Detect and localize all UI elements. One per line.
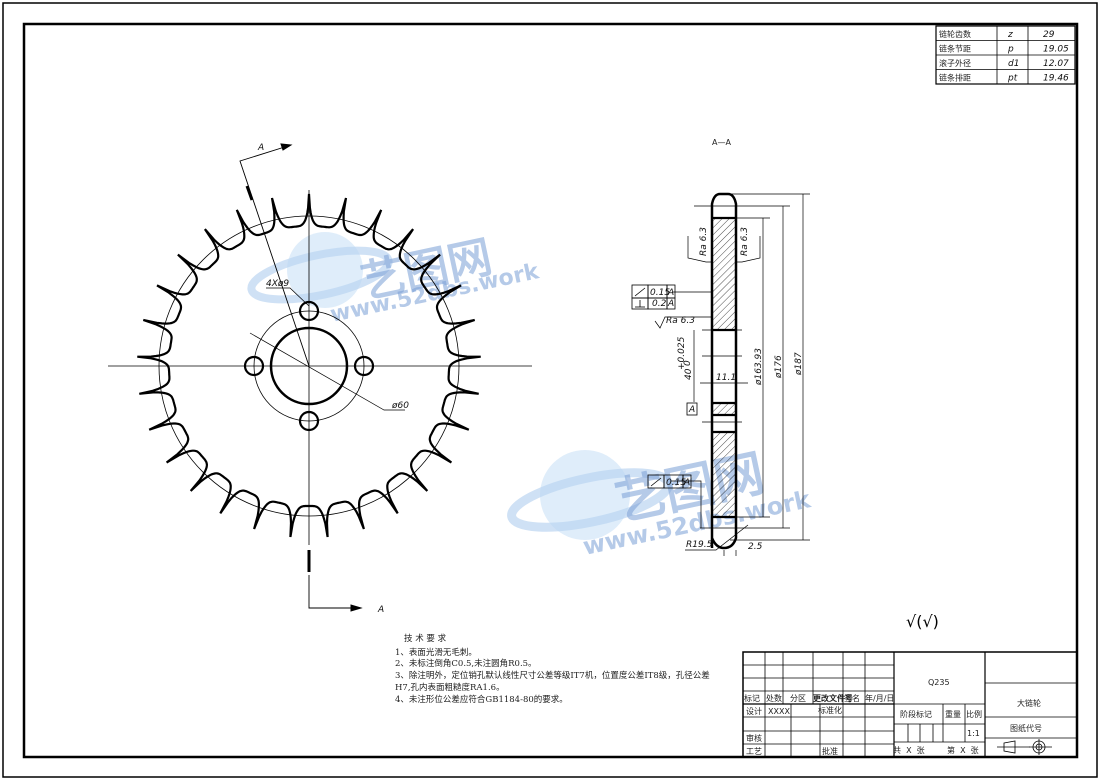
pitch-circle — [158, 215, 460, 517]
hole-dimension: 4Xø9 — [266, 279, 289, 289]
header-zone: 分区 — [790, 694, 806, 703]
header-count: 处数 — [766, 693, 782, 703]
root-diameter-dimension: ø163.93 — [754, 348, 764, 386]
param-name: 链条排距 — [939, 73, 971, 83]
param-name: 链条节距 — [939, 44, 971, 54]
standardize-label: 标准化 — [818, 705, 842, 715]
cut-label-bottom: A — [377, 605, 384, 615]
header-sign: 签名 — [844, 693, 860, 703]
header-change-doc: 更改文件号 — [813, 693, 853, 703]
cutting-plane-line — [308, 575, 360, 609]
param-value: 19.46 — [1043, 74, 1069, 84]
datum-label: A — [688, 405, 695, 415]
bolt-hole — [298, 410, 320, 432]
header-mark: 标记 — [744, 693, 760, 703]
front-view — [108, 143, 532, 612]
param-name: 滚子外径 — [939, 58, 971, 68]
param-symbol: p — [1007, 45, 1014, 55]
bore-tolerance-lower: 0 — [683, 360, 693, 366]
bolt-hole — [353, 355, 375, 377]
hub-width-dimension: 11.1 — [716, 373, 736, 383]
params-table — [935, 25, 1076, 85]
bolt-hole — [298, 300, 320, 322]
bolt-circle — [253, 310, 365, 422]
chamfer-dimension: 2.5 — [748, 542, 763, 552]
roughness-mark: Ra 6.3 — [699, 227, 709, 256]
sprocket-teeth-outline — [137, 193, 481, 538]
roughness-mark: Ra 6.3 — [740, 227, 750, 256]
hole-leader — [266, 287, 310, 307]
weight-label: 重量 — [945, 709, 961, 719]
requirement-item: H7,孔内表面粗糙度RA1.6。 — [395, 682, 505, 693]
title-block — [742, 651, 1078, 758]
param-value: 12.07 — [1043, 59, 1069, 69]
watermark-2: 艺图网 www.52dbs.work — [507, 444, 814, 561]
material: Q235 — [928, 678, 950, 687]
bore-tolerance-upper: +0.025 — [677, 336, 687, 370]
design-label: 设计 — [746, 706, 762, 716]
sheet-number: 第 X 张 — [947, 745, 979, 755]
bore-dimension: 40 — [684, 368, 694, 380]
runout-datum: A — [667, 288, 674, 298]
stage-mark-label: 阶段标记 — [900, 709, 932, 719]
radius-dimension: R19.5 — [686, 540, 713, 550]
runout-icon — [634, 287, 646, 297]
perp-value: 0.2 — [652, 299, 667, 309]
cutting-plane-mark — [245, 185, 254, 201]
bolt-circle-dimension: ø60 — [391, 401, 409, 411]
cut-label-top: A — [257, 143, 264, 153]
tech-requirements-title: 技 术 要 求 — [404, 633, 447, 644]
scale-label: 比例 — [966, 709, 982, 719]
designer-name: XXXX — [768, 707, 790, 716]
review-label: 审核 — [746, 733, 762, 743]
section-annotations: 0.15 A 0.2 A 0.15 A A Ra 6.3 Ra 6.3 Ra 6… — [650, 227, 804, 552]
perp-datum: A — [667, 299, 674, 309]
drawing-frame — [22, 22, 1079, 759]
runout-datum-2: A — [683, 478, 690, 488]
hatch-hole — [713, 403, 735, 415]
section-title: A—A — [712, 138, 731, 147]
section-outline — [710, 192, 738, 550]
title-block-text: 标记 处数 分区 更改文件号 签名 年/月/日 设计 XXXX 标准化 审核 工… — [744, 678, 1042, 756]
datum-box — [686, 402, 698, 416]
requirement-item: 2、未标注倒角C0.5,未注圆角R0.5。 — [395, 658, 537, 669]
part-name: 大链轮 — [1017, 698, 1041, 708]
tech-requirements-list: 1、表面光滑无毛刺。 2、未标注倒角C0.5,未注圆角R0.5。 3、除注明外，… — [395, 647, 710, 705]
hatch-upper — [713, 218, 735, 330]
tip-diameter-dimension: ø187 — [794, 352, 804, 376]
cutting-plane-line — [239, 144, 310, 367]
param-value: 19.05 — [1043, 45, 1069, 55]
process-label: 工艺 — [746, 747, 762, 756]
runout-value: 0.15 — [650, 288, 670, 298]
approve-label: 批准 — [822, 746, 838, 756]
projection-symbol-icon — [997, 739, 1052, 755]
param-symbol: z — [1007, 30, 1013, 40]
roughness-mark: Ra 6.3 — [666, 316, 695, 326]
section-view — [631, 192, 810, 556]
scale-value: 1:1 — [967, 729, 980, 738]
param-name: 链轮齿数 — [939, 29, 971, 39]
hatch-lower — [713, 432, 735, 517]
bolt-hole — [243, 355, 265, 377]
runout-icon — [650, 477, 662, 487]
runout-frame — [631, 284, 698, 489]
sheets-total: 共 X 张 — [893, 746, 925, 755]
param-symbol: pt — [1007, 74, 1018, 84]
param-symbol: d1 — [1008, 59, 1019, 69]
runout-value-2: 0.15 — [666, 478, 686, 488]
bolt-circle-leader — [249, 332, 405, 411]
bore-circle — [269, 326, 349, 406]
drawing-code-label: 图纸代号 — [1010, 723, 1042, 733]
view-arrow-icon — [280, 143, 293, 151]
param-value: 29 — [1043, 30, 1055, 40]
requirement-item: 4、未注形位公差应符合GB1184-80的要求。 — [395, 694, 568, 705]
general-roughness-note: √(√) — [906, 612, 939, 631]
pitch-diameter-dimension: ø176 — [774, 355, 784, 379]
requirement-item: 1、表面光滑无毛刺。 — [395, 647, 477, 658]
requirement-item: 3、除注明外，定位销孔默认线性尺寸公差等级IT7机，位置度公差IT8级，孔径公差 — [395, 670, 710, 681]
header-date: 年/月/日 — [865, 693, 894, 703]
view-arrow-icon — [350, 604, 363, 612]
